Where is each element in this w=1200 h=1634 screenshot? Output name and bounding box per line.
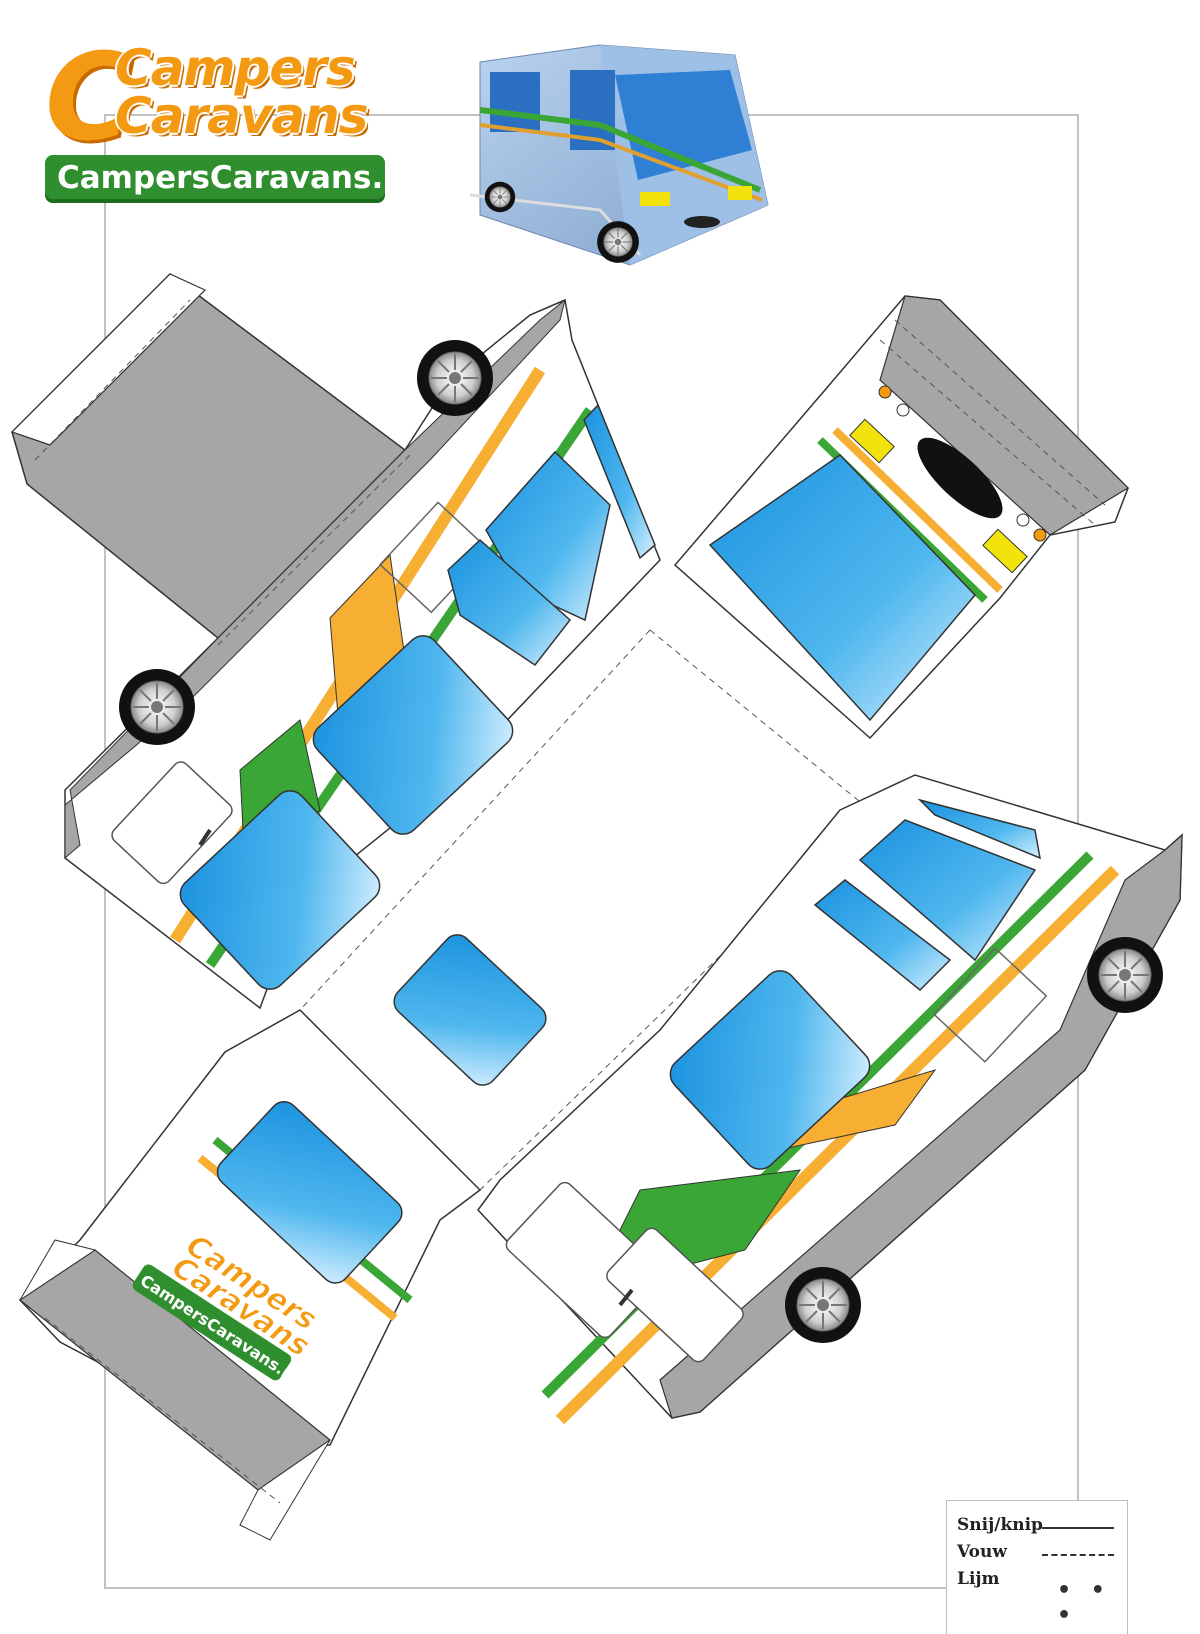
brand-url: CampersCaravans.nl [57,160,416,196]
front-panel [673,295,1129,740]
wheel-icon [1086,936,1164,1014]
left-side-panel [10,273,661,1010]
cut-fold-glue-legend: Snij/knip Vouw Lijm • • • [946,1500,1128,1634]
right-side-panel [477,774,1183,1425]
brand-bottom-word: Caravans [115,87,369,145]
legend-cut-line [1042,1527,1114,1529]
rear-panel: CampersCaravans.nl Campers Caravans [18,1009,482,1541]
brand-url-bar [45,155,385,203]
wheel-icon [416,339,494,417]
legend-fold-label: Vouw [957,1542,1007,1562]
legend-fold-line [1042,1554,1114,1556]
brand-logo: C Campers Caravans CampersCaravans.nl [45,29,416,203]
wheel-icon [784,1266,862,1344]
legend-cut-label: Snij/knip [957,1515,1043,1535]
camper-3d-illustration [469,44,769,266]
brand-top-word: Campers [115,39,356,97]
brand-logo-c-mark: C [45,29,134,168]
legend-glue-label: Lijm [957,1569,1000,1589]
wheel-icon [118,668,196,746]
